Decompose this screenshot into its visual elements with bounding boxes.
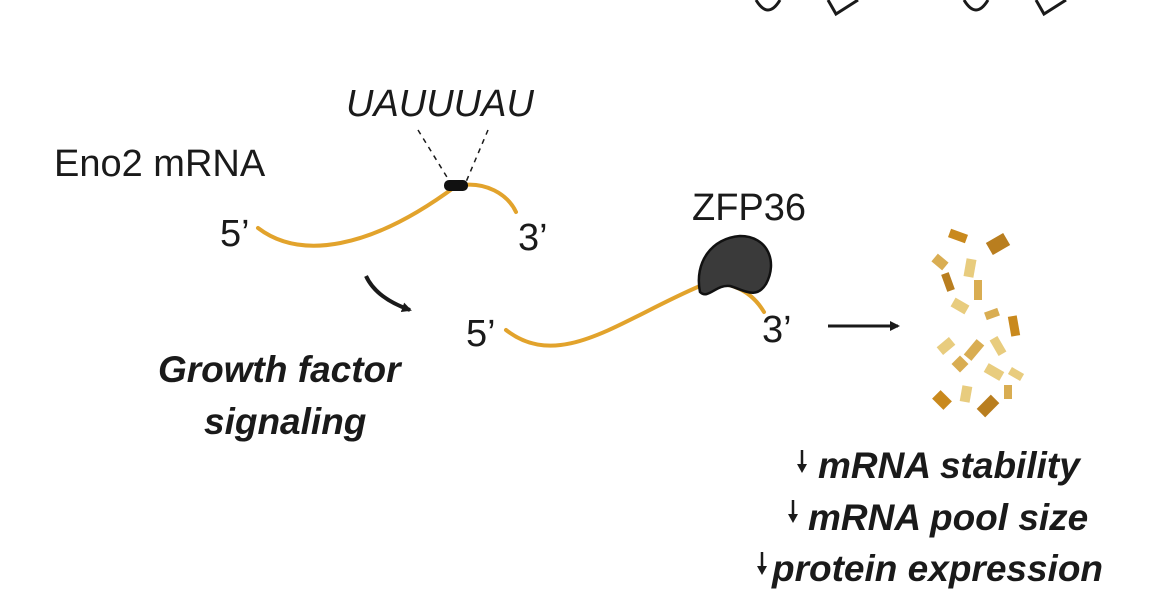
mrna-fragment	[959, 385, 973, 403]
motif-dashed-guides	[417, 129, 489, 183]
top-cropped-shapes	[754, 0, 1067, 17]
mrna-fragment	[974, 280, 982, 300]
effect-mrna-stability: mRNA stability	[818, 445, 1082, 486]
curved-arrow-icon	[364, 275, 412, 313]
five-prime-top: 5’	[220, 213, 250, 255]
mrna-fragment	[984, 307, 1000, 321]
down-arrow-icon	[797, 450, 807, 473]
down-arrow-icon	[757, 552, 767, 575]
mrna-strand-top	[256, 182, 518, 248]
three-prime-top: 3’	[518, 217, 548, 259]
signal-label-line2: signaling	[204, 401, 366, 442]
zfp36-protein-shape	[697, 234, 773, 296]
mrna-fragment	[931, 253, 949, 271]
five-prime-bottom: 5’	[466, 313, 496, 355]
effect-mrna-pool-size: mRNA pool size	[808, 497, 1088, 538]
mrna-fragment	[1004, 385, 1012, 399]
mrna-fragment	[1007, 315, 1021, 337]
mrna-fragment	[976, 394, 1000, 418]
mrna-fragment	[989, 335, 1007, 357]
degraded-mrna-fragments	[931, 228, 1025, 418]
mrna-strand-bottom	[504, 281, 766, 348]
mrna-fragment	[948, 228, 968, 244]
motif-label: UAUUUAU	[346, 83, 534, 125]
signal-label-line1: Growth factor	[158, 349, 403, 390]
mrna-fragment	[951, 355, 969, 373]
mrna-fragment	[936, 337, 956, 355]
effect-arrows	[757, 450, 807, 575]
mrna-fragment	[983, 363, 1005, 381]
mrna-fragment	[1007, 367, 1025, 381]
mrna-fragment	[932, 390, 952, 410]
down-arrow-icon	[788, 500, 798, 523]
mrna-fragment	[950, 297, 970, 315]
mrna-label: Eno2 mRNA	[54, 143, 266, 185]
mrna-fragment	[985, 232, 1011, 256]
three-prime-bottom: 3’	[762, 309, 792, 351]
protein-label: ZFP36	[692, 187, 806, 229]
mrna-fragment	[963, 339, 985, 361]
motif-marker	[444, 180, 468, 191]
effect-protein-expression: protein expression	[771, 548, 1103, 589]
mrna-fragment	[963, 258, 977, 278]
mrna-fragment	[941, 272, 955, 292]
